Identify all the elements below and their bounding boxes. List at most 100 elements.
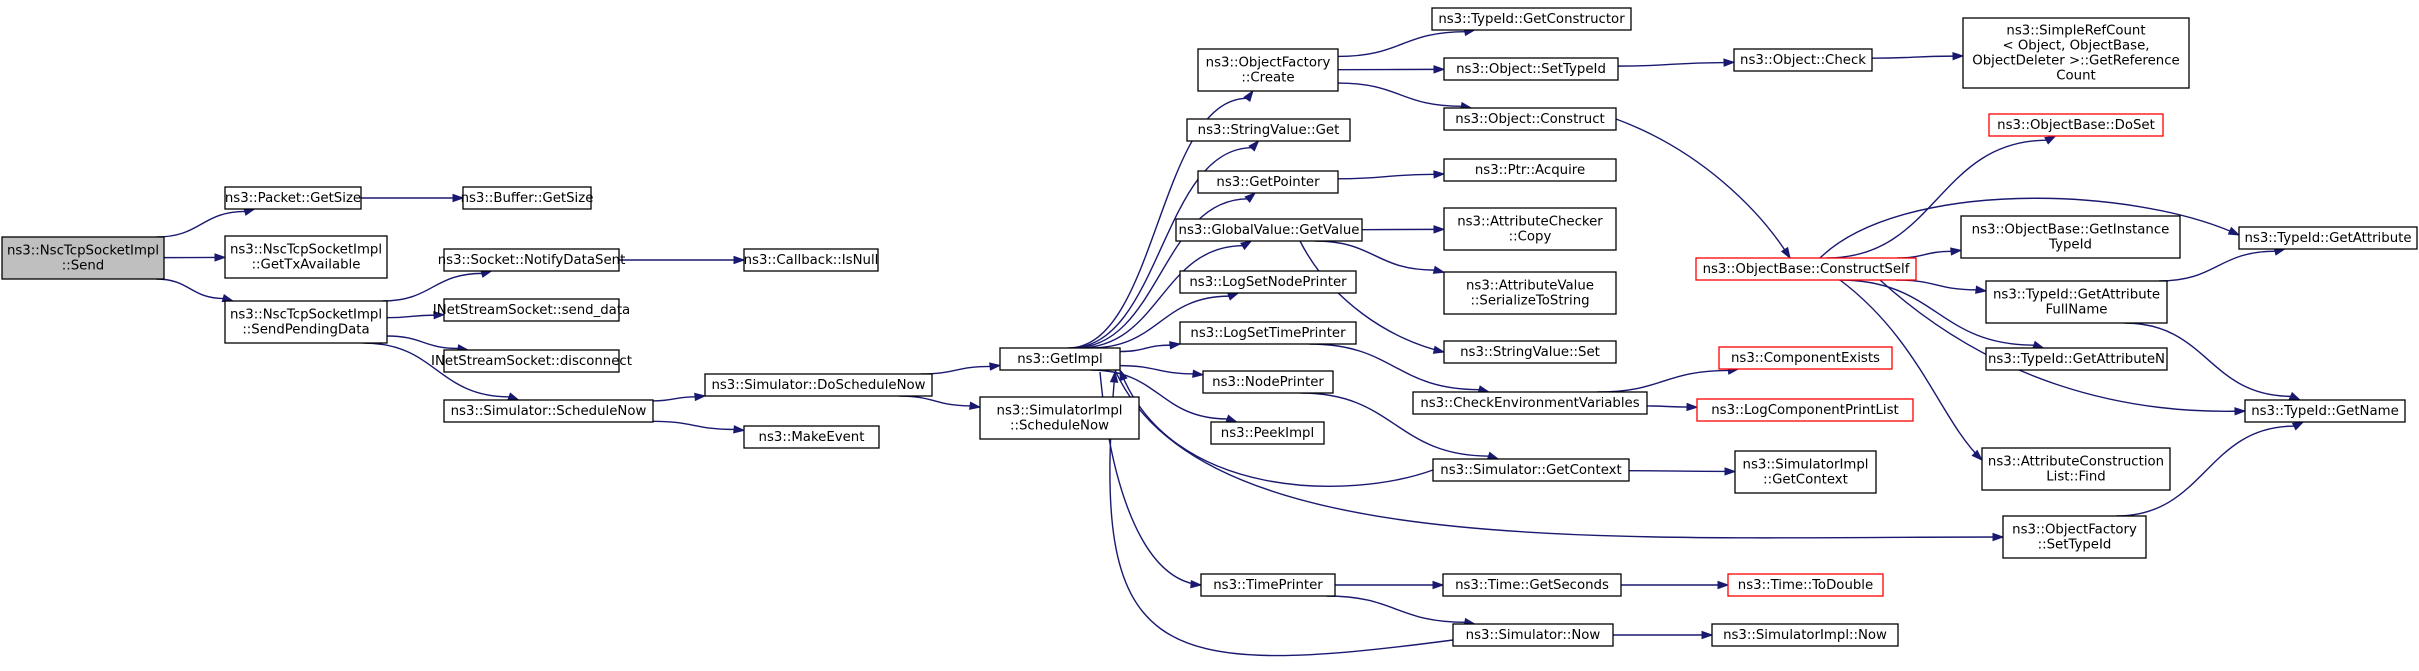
- node-box: [1981, 447, 2171, 491]
- node-label: ::Create: [1241, 71, 1294, 86]
- node-box: [1432, 458, 1630, 482]
- arrowhead: [2234, 407, 2247, 416]
- node-stringvalue-get[interactable]: ns3::StringValue::Get: [1186, 118, 1351, 142]
- edge-objbase-constructself-to-typeid-getattrfullname: [1896, 279, 1988, 294]
- node-box: [462, 186, 592, 210]
- edge-timeprinter-to-sim-now: [1326, 595, 1477, 627]
- node-sendpending[interactable]: ns3::NscTcpSocketImpl::SendPendingData: [224, 300, 388, 344]
- node-box: [1179, 321, 1357, 345]
- node-label: ns3::GetPointer: [1216, 175, 1320, 190]
- edge-object-construct-to-objbase-constructself: [1615, 118, 1791, 260]
- edge-getimpl-to-logsettimeprinter: [1119, 341, 1182, 353]
- arrowhead: [452, 193, 465, 203]
- node-simimpl-schednow[interactable]: ns3::SimulatorImpl::ScheduleNow: [979, 396, 1140, 440]
- node-box: [1718, 346, 1893, 370]
- node-send[interactable]: ns3::NscTcpSocketImpl::Send: [1, 236, 165, 280]
- node-object-settypeid[interactable]: ns3::Object::SetTypeId: [1443, 57, 1619, 81]
- node-typeid-getattrn[interactable]: ns3::TypeId::GetAttributeN: [1985, 347, 2168, 371]
- node-globalvalue-getvalue[interactable]: ns3::GlobalValue::GetValue: [1175, 218, 1363, 242]
- node-logsetnodeprinter[interactable]: ns3::LogSetNodePrinter: [1179, 270, 1357, 294]
- arrowhead: [733, 425, 746, 434]
- node-box: [1186, 118, 1351, 142]
- node-box: [1443, 107, 1617, 131]
- node-label: ns3::TypeId::GetName: [2251, 404, 2399, 419]
- node-nodeprinter[interactable]: ns3::NodePrinter: [1202, 370, 1334, 394]
- node-objbase-constructself[interactable]: ns3::ObjectBase::ConstructSelf: [1695, 257, 1917, 281]
- edge-schedulenow-to-doschedulenow: [652, 392, 707, 402]
- node-attrchecker-copy[interactable]: ns3::AttributeChecker::Copy: [1443, 207, 1617, 251]
- node-sim-now[interactable]: ns3::Simulator::Now: [1452, 623, 1614, 647]
- node-box: [1733, 48, 1873, 72]
- node-ptr-acquire[interactable]: ns3::Ptr::Acquire: [1443, 158, 1617, 182]
- node-doschedulenow[interactable]: ns3::Simulator::DoScheduleNow: [704, 373, 933, 397]
- edges-layer: [156, 27, 2305, 657]
- node-checkenvvars[interactable]: ns3::CheckEnvironmentVariables: [1412, 391, 1648, 415]
- node-stringvalue-set[interactable]: ns3::StringValue::Set: [1443, 340, 1617, 364]
- node-notifydatasent[interactable]: ns3::Socket::NotifyDataSent: [438, 248, 626, 272]
- node-simplerefcount[interactable]: ns3::SimpleRefCount< Object, ObjectBase,…: [1962, 17, 2190, 89]
- node-componentexists[interactable]: ns3::ComponentExists: [1718, 346, 1893, 370]
- node-time-todouble[interactable]: ns3::Time::ToDouble: [1727, 573, 1884, 597]
- node-peekimpl[interactable]: ns3::PeekImpl: [1210, 421, 1325, 445]
- node-box: [2002, 515, 2147, 559]
- node-object-construct[interactable]: ns3::Object::Construct: [1443, 107, 1617, 131]
- node-label: ns3::ObjectBase::ConstructSelf: [1703, 262, 1910, 277]
- edge-checkenvvars-to-logcomponentprintlist: [1646, 402, 1699, 412]
- node-label: List::Find: [2046, 470, 2105, 485]
- node-attrvalue-serialize[interactable]: ns3::AttributeValue::SerializeToString: [1443, 271, 1617, 315]
- node-label: ::SerializeToString: [1470, 294, 1589, 309]
- edge-objfactory-create-to-object-settypeid: [1337, 65, 1446, 74]
- node-makeevent[interactable]: ns3::MakeEvent: [743, 425, 880, 449]
- edge-getpointer-to-ptr-acquire: [1337, 170, 1446, 180]
- node-typeid-getname[interactable]: ns3::TypeId::GetName: [2244, 399, 2406, 423]
- node-objbase-doset[interactable]: ns3::ObjectBase::DoSet: [1988, 113, 2164, 137]
- node-objfactory-create[interactable]: ns3::ObjectFactory::Create: [1197, 48, 1339, 92]
- node-disconnect[interactable]: INetStreamSocket::disconnect: [431, 349, 632, 373]
- node-logcomponentprintlist[interactable]: ns3::LogComponentPrintList: [1696, 398, 1914, 422]
- arrowhead: [1432, 580, 1445, 590]
- node-typeid-getattribute[interactable]: ns3::TypeId::GetAttribute: [2238, 226, 2418, 250]
- node-label: ns3::LogSetTimePrinter: [1190, 326, 1346, 341]
- edge-sendpending-to-send-data: [386, 311, 446, 320]
- edge-typeid-getattrfullname-to-typeid-getname: [2124, 322, 2302, 401]
- edge-objfactory-settypeid-to-typeid-getname: [2116, 421, 2305, 517]
- node-box: [1200, 573, 1336, 597]
- node-timeprinter[interactable]: ns3::TimePrinter: [1200, 573, 1336, 597]
- node-getimpl[interactable]: ns3::GetImpl: [999, 347, 1121, 371]
- node-isnull[interactable]: ns3::Callback::IsNull: [743, 248, 879, 272]
- arrowhead: [1723, 58, 1736, 67]
- node-getpointer[interactable]: ns3::GetPointer: [1197, 170, 1339, 194]
- node-buf-getsize[interactable]: ns3::Buffer::GetSize: [461, 186, 594, 210]
- arrowhead: [989, 362, 1002, 371]
- node-gettxavail[interactable]: ns3::NscTcpSocketImpl::GetTxAvailable: [224, 235, 388, 279]
- node-send-data[interactable]: INetStreamSocket::send_data: [433, 298, 630, 322]
- node-label: ns3::Object::SetTypeId: [1456, 62, 1606, 77]
- node-objfactory-settypeid[interactable]: ns3::ObjectFactory::SetTypeId: [2002, 515, 2147, 559]
- node-box: [1197, 48, 1339, 92]
- arrowhead: [1119, 368, 1128, 382]
- arrowhead: [2044, 135, 2057, 145]
- node-object-check[interactable]: ns3::Object::Check: [1733, 48, 1873, 72]
- edge-doschedulenow-to-simimpl-schednow: [898, 395, 982, 410]
- node-pkt-getsize[interactable]: ns3::Packet::GetSize: [224, 186, 362, 210]
- node-time-getseconds[interactable]: ns3::Time::GetSeconds: [1442, 573, 1622, 597]
- node-box: [1412, 391, 1648, 415]
- node-typeid-getconstructor[interactable]: ns3::TypeId::GetConstructor: [1431, 7, 1632, 31]
- node-label: ns3::SimpleRefCount: [2006, 24, 2145, 39]
- node-simimpl-getcontext[interactable]: ns3::SimulatorImpl::GetContext: [1734, 450, 1877, 494]
- arrowhead: [969, 401, 982, 410]
- node-schedulenow[interactable]: ns3::Simulator::ScheduleNow: [443, 399, 654, 423]
- node-label: ns3::ObjectFactory: [2012, 523, 2137, 538]
- node-label: ns3::ObjectFactory: [1206, 56, 1331, 71]
- arrowhead: [1432, 345, 1446, 354]
- node-box: [1985, 347, 2168, 371]
- node-simimpl-now[interactable]: ns3::SimulatorImpl::Now: [1711, 623, 1899, 647]
- node-label: ns3::NscTcpSocketImpl: [230, 308, 382, 323]
- arrowhead: [1686, 402, 1699, 412]
- node-sim-getcontext[interactable]: ns3::Simulator::GetContext: [1432, 458, 1630, 482]
- node-logsettimeprinter[interactable]: ns3::LogSetTimePrinter: [1179, 321, 1357, 345]
- node-label: ns3::ComponentExists: [1731, 351, 1880, 366]
